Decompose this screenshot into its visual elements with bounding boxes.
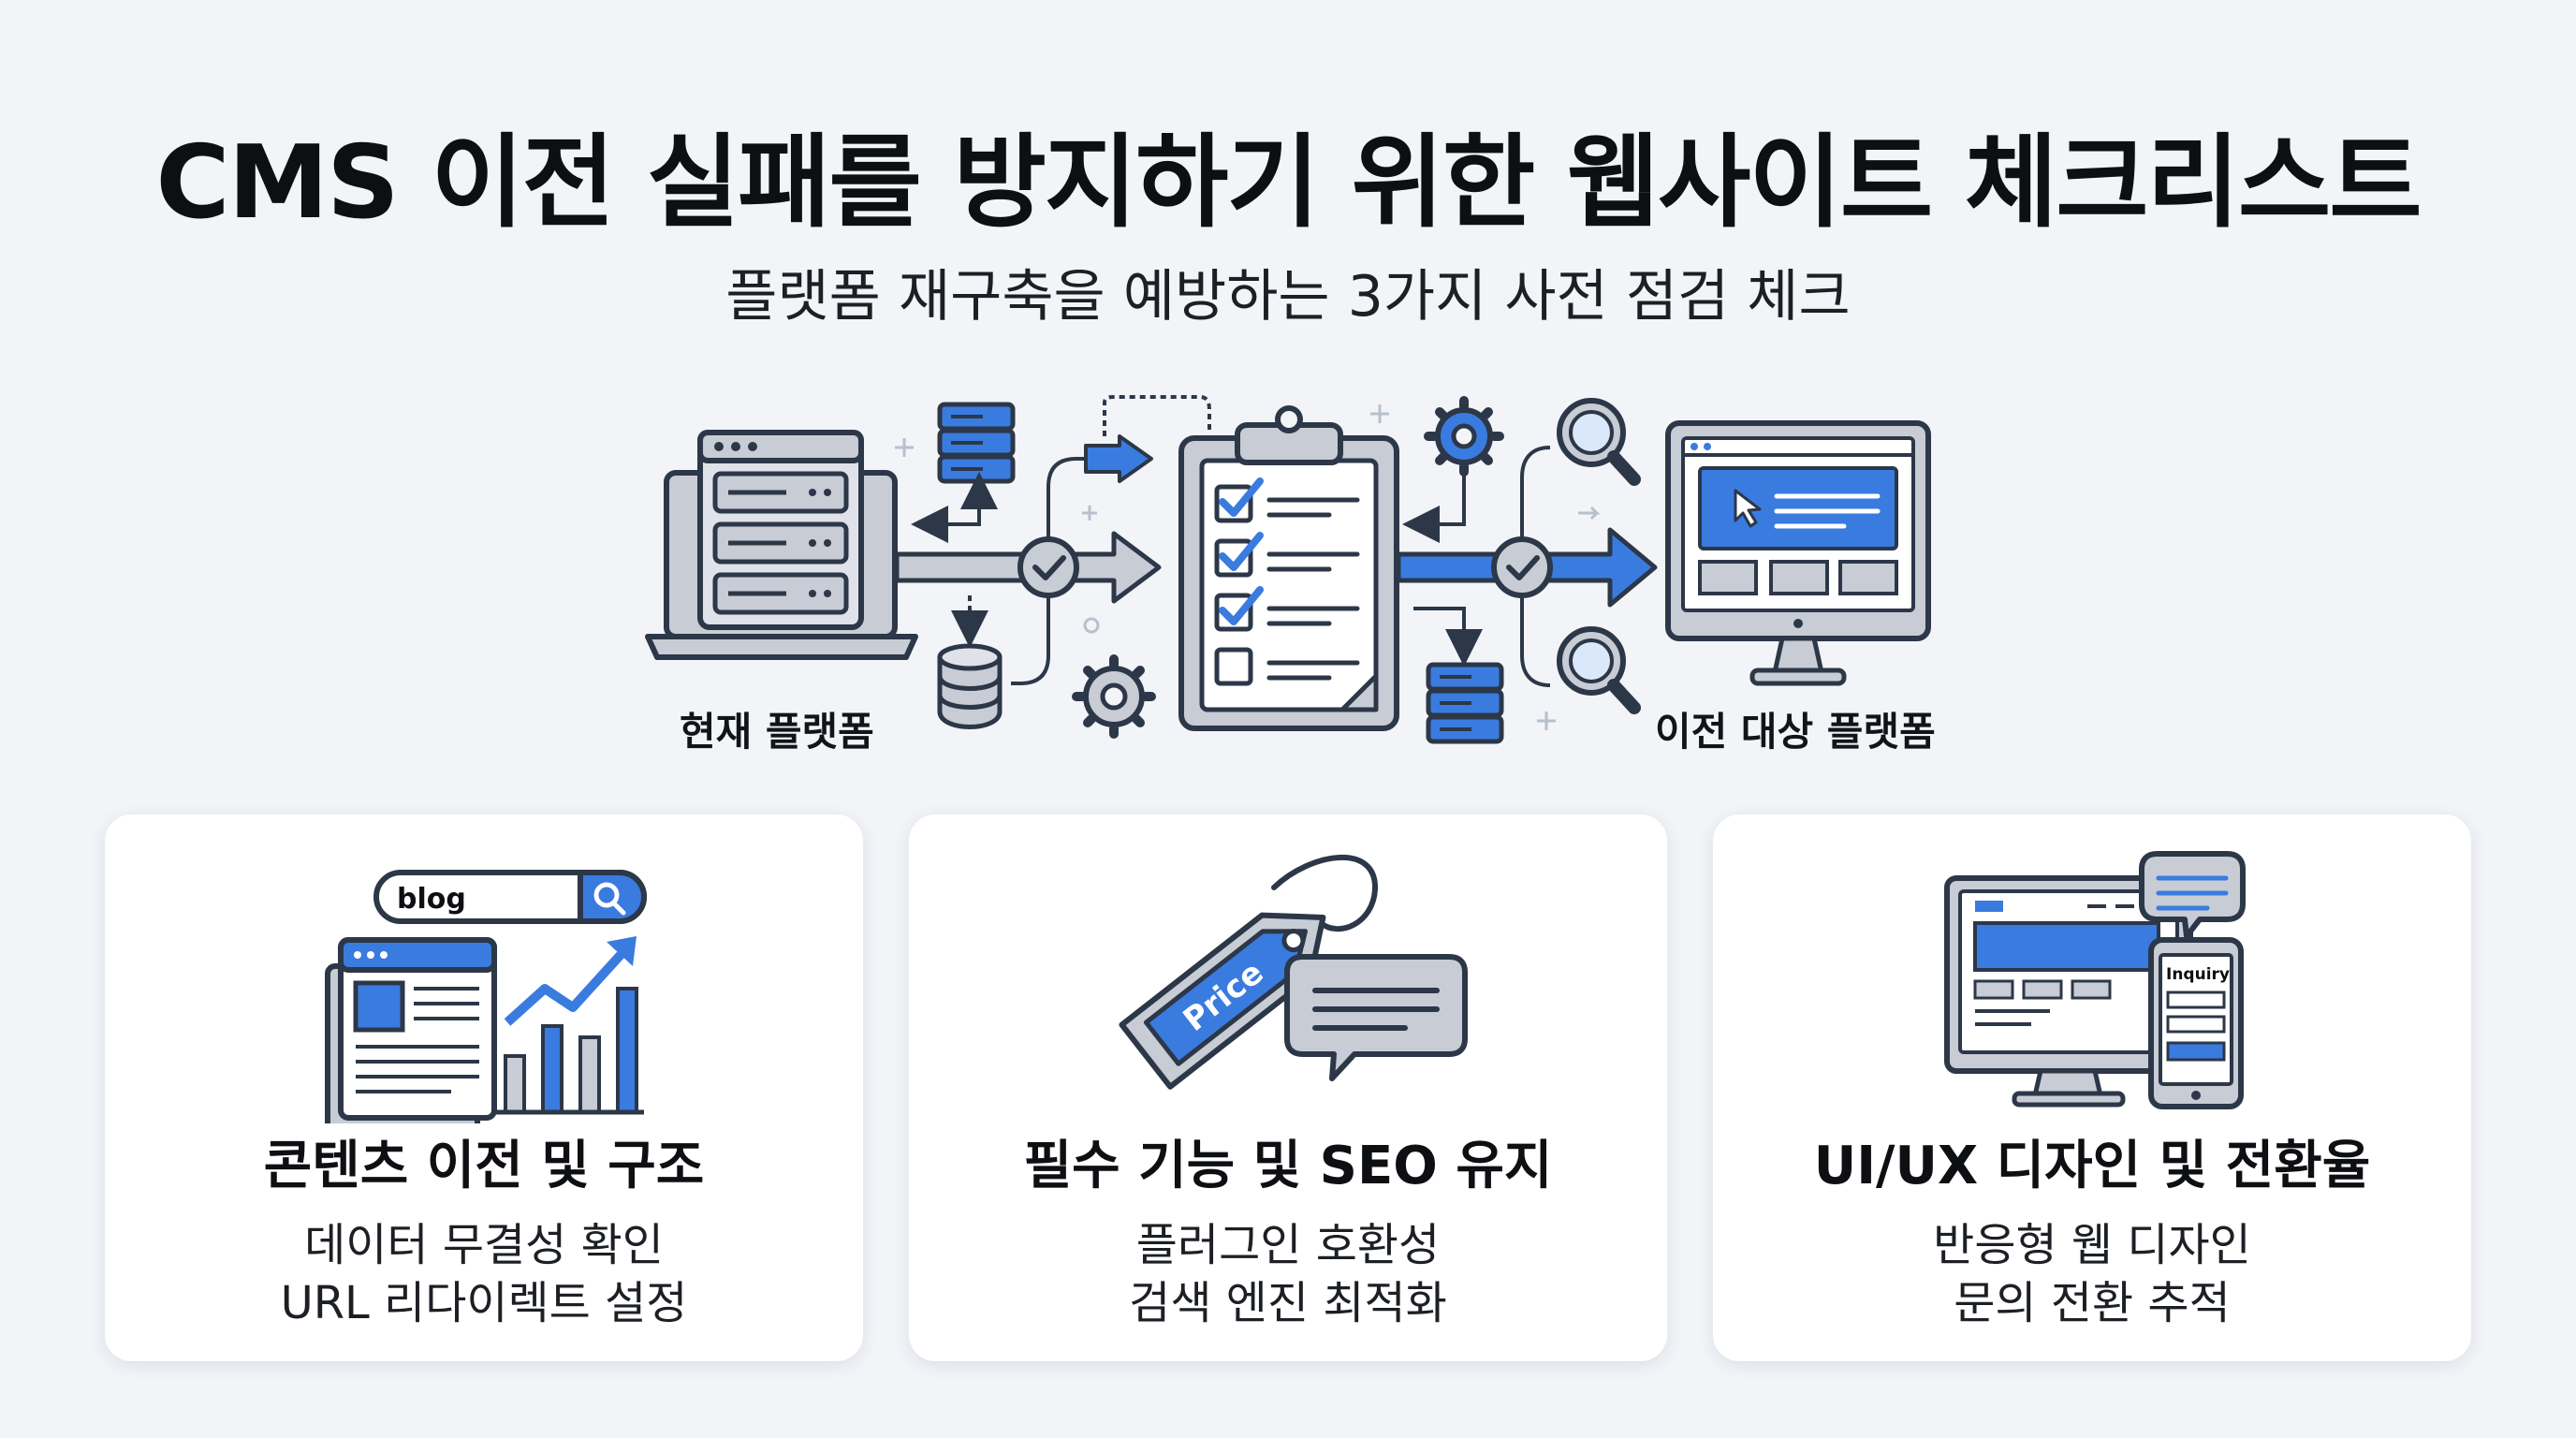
card-uiux-conversion: Inquiry UI/UX 디자인 및 전환율 반응형 웹 디자인 문의 전환 …	[1713, 814, 2471, 1361]
card-content-migration: blog 콘텐츠 이전 및 구조 데이터 무결성 확인 URL 리다이렉트 설정	[105, 814, 863, 1361]
magnifier-icon	[1557, 626, 1641, 714]
responsive-design-icon: Inquiry	[1944, 851, 2246, 1109]
blog-search-text: blog	[397, 883, 466, 916]
laptop-server-icon	[645, 430, 918, 660]
card-title: 콘텐츠 이전 및 구조	[263, 1136, 705, 1196]
server-icon	[1426, 662, 1504, 744]
card-line: 플러그인 호환성	[1135, 1219, 1441, 1271]
check-circle-icon	[1017, 536, 1079, 598]
inquiry-form-text: Inquiry	[2166, 965, 2230, 984]
monitor-icon	[1665, 420, 1931, 686]
server-icon	[937, 402, 1016, 484]
card-line: 데이터 무결성 확인	[304, 1219, 664, 1271]
database-icon	[937, 643, 1003, 729]
card-title: UI/UX 디자인 및 전환율	[1813, 1136, 2371, 1196]
clipboard-checklist-icon	[1178, 405, 1399, 731]
magnifier-icon	[1557, 398, 1641, 486]
card-line: 문의 전환 추적	[1954, 1277, 2231, 1329]
check-circle-icon	[1491, 536, 1553, 598]
card-line: 검색 엔진 최적화	[1129, 1277, 1447, 1329]
gear-icon	[1072, 654, 1156, 739]
blog-growth-icon: blog	[325, 870, 647, 1123]
gear-icon	[1424, 396, 1504, 477]
card-line: 반응형 웹 디자인	[1933, 1219, 2251, 1271]
card-line: URL 리다이렉트 설정	[280, 1277, 688, 1329]
price-tag-chat-icon: Price	[1119, 855, 1468, 1090]
page-subtitle: 플랫폼 재구축을 예방하는 3가지 사전 점검 체크	[725, 264, 1851, 330]
target-platform-label: 이전 대상 플랫폼	[1655, 709, 1936, 755]
flow-arrow-blue	[1084, 434, 1153, 483]
card-features-seo: Price 필수 기능 및 SEO 유지 플러그인 호환성 검색 엔진 최적화	[909, 814, 1667, 1361]
decorative-sparkles	[895, 404, 1601, 730]
page-title: CMS 이전 실패를 방지하기 위한 웹사이트 체크리스트	[155, 125, 2422, 242]
source-platform-label: 현재 플랫폼	[680, 709, 874, 755]
migration-flow-diagram	[645, 395, 1931, 744]
card-title: 필수 기능 및 SEO 유지	[1023, 1136, 1553, 1196]
